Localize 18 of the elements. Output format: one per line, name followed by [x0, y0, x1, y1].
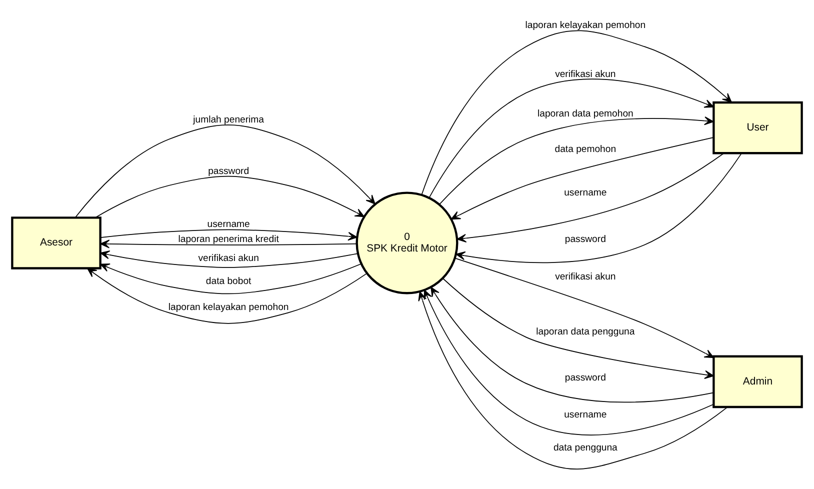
edge-label: username: [564, 408, 607, 420]
edge-label: laporan penerima kredit: [178, 233, 279, 244]
edge-label: password: [564, 372, 606, 384]
edge-label: verifikasi akun: [198, 252, 259, 264]
edge-label: data pengguna: [553, 442, 618, 453]
edge-label: password: [564, 233, 606, 244]
edge-label: password: [208, 165, 250, 176]
edge-label: laporan data pengguna: [536, 326, 635, 337]
edge-label: verifikasi akun: [555, 68, 616, 80]
edge-label: data bobot: [206, 275, 252, 286]
edge-label: laporan kelayakan pemohon: [168, 301, 289, 312]
edge-label: laporan kelayakan pemohon: [525, 20, 646, 31]
edge-label: username: [207, 218, 250, 230]
edge-label: laporan data pemohon: [537, 108, 634, 119]
edge-label: jumlah penerima: [193, 114, 264, 125]
edge-label: verifikasi akun: [555, 270, 616, 282]
edge-label: username: [564, 187, 607, 198]
edge-label: data pemohon: [554, 144, 616, 155]
